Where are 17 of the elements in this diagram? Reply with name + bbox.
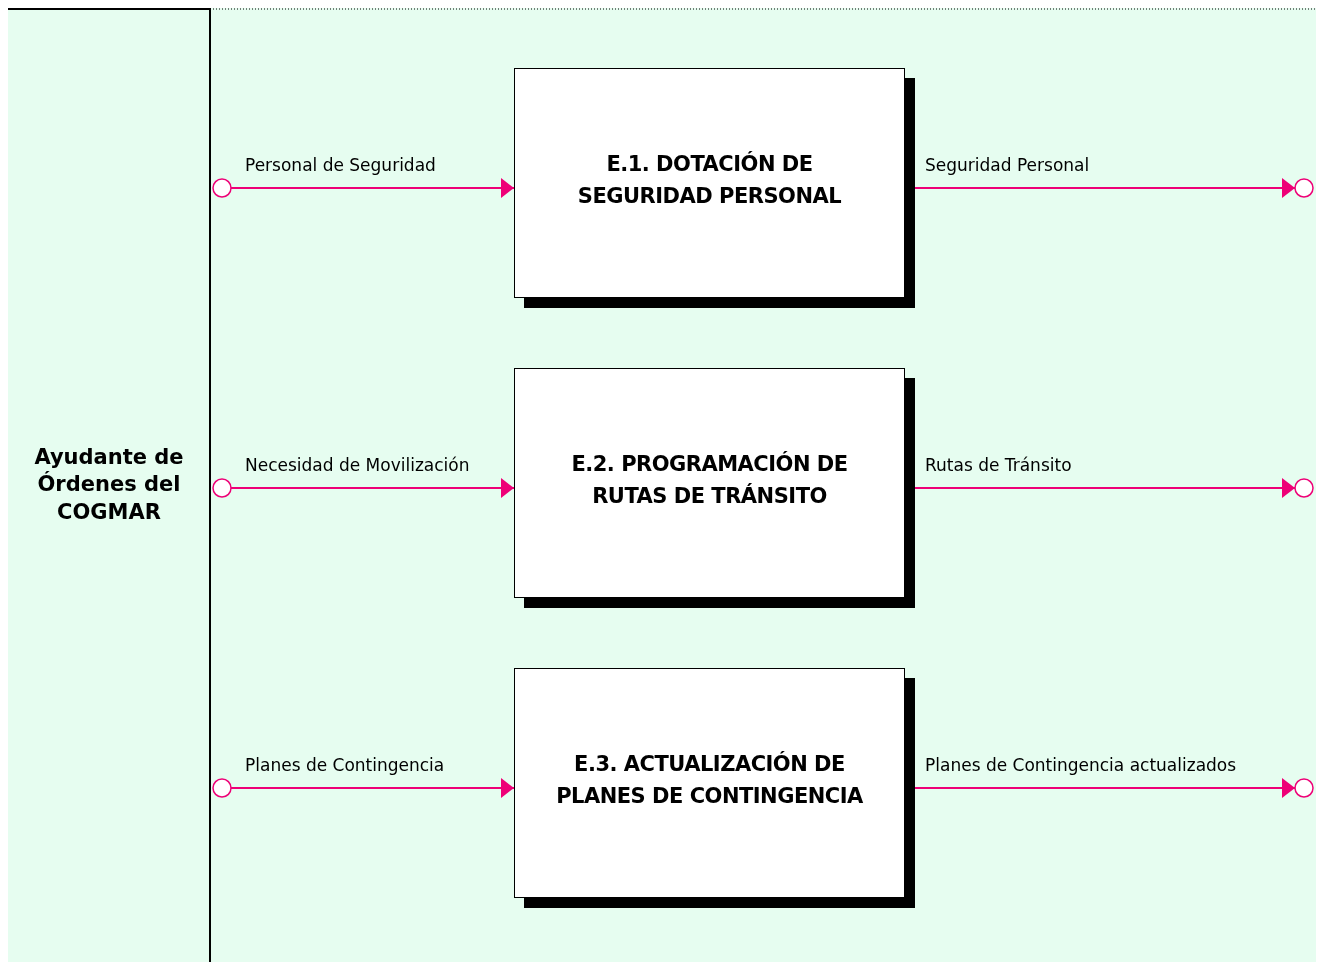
edge-label: Planes de Contingencia actualizados xyxy=(925,755,1237,775)
arrow xyxy=(914,477,1314,499)
arrow xyxy=(212,778,515,798)
process-title: E.2. PROGRAMACIÓN DE RUTAS DE TRÁNSITO xyxy=(570,450,849,510)
arrow xyxy=(914,177,1314,199)
swimlane xyxy=(8,8,1316,962)
process-title: E.1. DOTACIÓN DE SEGURIDAD PERSONAL xyxy=(576,150,843,210)
arrow xyxy=(914,777,1314,799)
process-title: E.3. ACTUALIZACIÓN DE PLANES DE CONTINGENCIA xyxy=(555,750,864,810)
arrow xyxy=(212,478,515,498)
edge-label: Planes de Contingencia xyxy=(245,755,445,775)
edge-label: Rutas de Tránsito xyxy=(925,455,1072,475)
edge-label: Necesidad de Movilización xyxy=(245,455,470,475)
edge-label: Seguridad Personal xyxy=(925,155,1090,175)
arrow xyxy=(212,178,515,198)
edge-label: Personal de Seguridad xyxy=(245,155,436,175)
lane-title: Ayudante de Órdenes del COGMAR xyxy=(33,444,185,526)
